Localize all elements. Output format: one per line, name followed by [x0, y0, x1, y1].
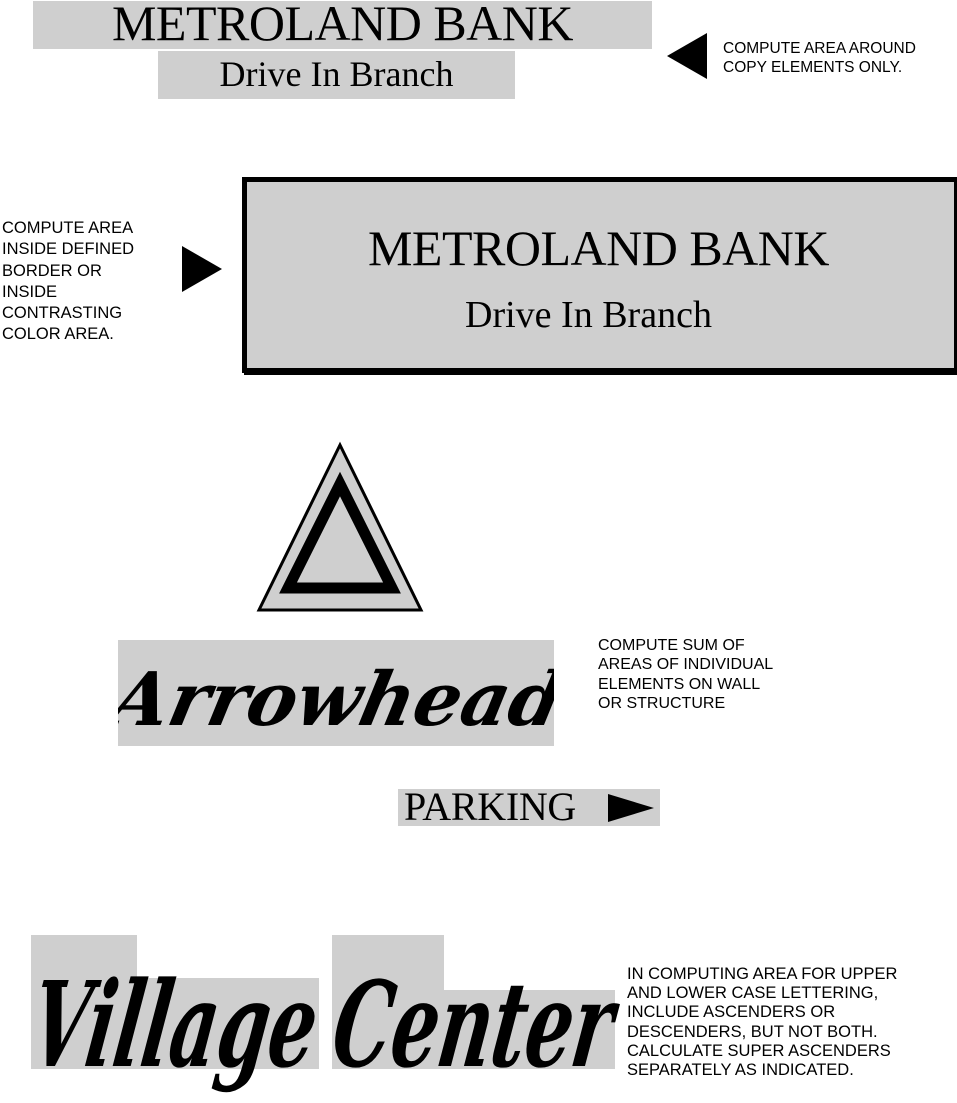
note-line: AND LOWER CASE LETTERING,: [627, 984, 879, 1003]
note-line: DESCENDERS, BUT NOT BOTH.: [627, 1022, 878, 1041]
note-line: COMPUTE AREA: [2, 219, 134, 237]
note-line: OR STRUCTURE: [598, 694, 726, 712]
note-line: BORDER OR: [2, 261, 102, 280]
element-area-note: COMPUTE SUM OF AREAS OF INDIVIDUAL ELEME…: [598, 636, 818, 713]
sign-title: METROLAND BANK: [111, 0, 574, 51]
village-wordmark: Village: [28, 956, 323, 1094]
ascender-area-highlight-village: [31, 935, 137, 1069]
lowercase-area-highlight-center: [444, 990, 615, 1069]
center-wordmark: Center: [330, 956, 620, 1080]
note-line: INSIDE: [2, 282, 58, 301]
wordmark-text: Village: [28, 956, 323, 1094]
lowercase-area-highlight-village: [137, 978, 319, 1069]
bordered-sign-panel: [242, 177, 957, 373]
note-line: COPY ELEMENTS ONLY.: [723, 59, 903, 76]
triangle-logo-icon: [256, 441, 424, 612]
arrow-right-icon: [608, 794, 654, 822]
note-line: ELEMENTS ON WALL: [598, 675, 761, 693]
ascender-area-highlight-center: [332, 935, 444, 1069]
note-line: SEPARATELY AS INDICATED.: [627, 1061, 854, 1080]
arrowhead-wordmark: Arrowhead: [118, 656, 554, 743]
note-line: CALCULATE SUPER ASCENDERS: [627, 1041, 891, 1060]
note-line: CONTRASTING: [2, 304, 123, 323]
copy-area-note: COMPUTE AREA AROUND COPY ELEMENTS ONLY.: [723, 39, 953, 77]
wordmark-text: Arrowhead: [118, 656, 554, 743]
note-line: COMPUTE SUM OF: [598, 637, 745, 654]
note-line: INCLUDE ASCENDERS OR: [627, 1003, 836, 1022]
sign-title: METROLAND BANK: [367, 220, 830, 276]
sign-subtitle: Drive In Branch: [465, 294, 712, 336]
triangle-right-icon: [182, 246, 222, 292]
parking-label: PARKING: [404, 784, 577, 829]
wordmark-text: Center: [330, 956, 620, 1080]
element-area-highlight-wordmark: [118, 640, 554, 746]
copy-area-highlight-subtitle: [158, 51, 515, 99]
note-line: AREAS OF INDIVIDUAL: [598, 656, 774, 674]
note-line: COMPUTE AREA AROUND: [723, 40, 916, 57]
sign-subtitle: Drive In Branch: [219, 54, 454, 94]
border-area-note: COMPUTE AREA INSIDE DEFINED BORDER OR IN…: [2, 218, 172, 346]
note-line: IN COMPUTING AREA FOR UPPER: [627, 965, 898, 983]
copy-area-highlight-title: [33, 1, 652, 49]
note-line: COLOR AREA.: [2, 325, 114, 344]
note-line: INSIDE DEFINED: [2, 240, 135, 259]
triangle-left-icon: [667, 33, 707, 79]
lettering-area-note: IN COMPUTING AREA FOR UPPER AND LOWER CA…: [627, 965, 952, 1080]
